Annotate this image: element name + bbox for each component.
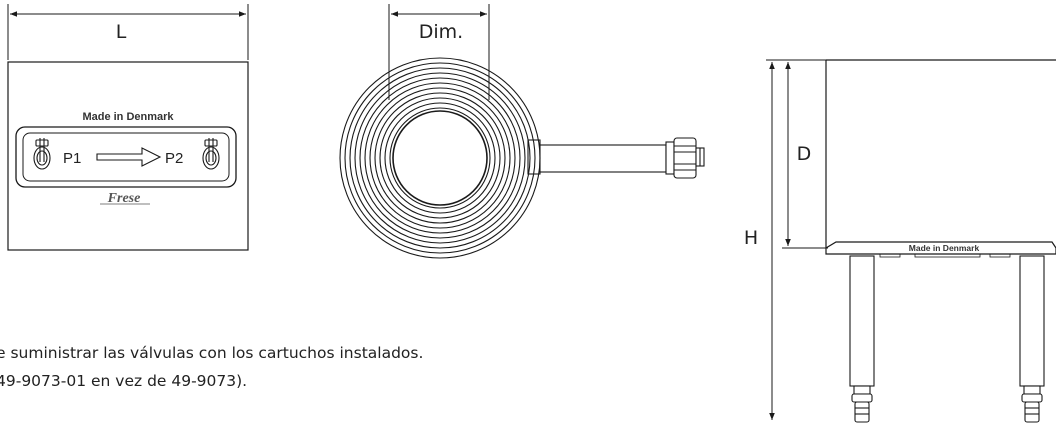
left-leg: [849, 255, 875, 423]
made-in-denmark-text: Made in Denmark: [82, 111, 174, 123]
height-label: H: [744, 227, 758, 249]
port-p1-label: P1: [63, 150, 81, 167]
right-leg: [1019, 255, 1045, 423]
svg-text:Frese: Frese: [107, 191, 141, 206]
frese-logo: Frese: [100, 191, 150, 206]
valve-stem: [527, 137, 705, 179]
length-label: L: [116, 21, 127, 43]
label-plate: [15, 126, 237, 188]
note-line-1: e suministrar las válvulas con los cartu…: [0, 344, 424, 362]
port-p1-fitting-icon: [33, 138, 51, 170]
top-view: [339, 4, 705, 259]
coil-rings: [339, 57, 541, 259]
diameter-label: Dim.: [419, 21, 463, 43]
depth-label: D: [797, 143, 812, 165]
port-p2-fitting-icon: [202, 138, 220, 170]
front-housing: [7, 61, 249, 251]
side-plate: [825, 241, 1056, 255]
port-p2-label: P2: [165, 150, 183, 167]
side-view: [766, 59, 1056, 423]
front-view: [7, 4, 249, 251]
side-made-in-denmark-text: Made in Denmark: [909, 243, 980, 253]
note-line-2: 49-9073-01 en vez de 49-9073).: [0, 372, 248, 390]
flow-arrow-icon: [96, 147, 162, 167]
